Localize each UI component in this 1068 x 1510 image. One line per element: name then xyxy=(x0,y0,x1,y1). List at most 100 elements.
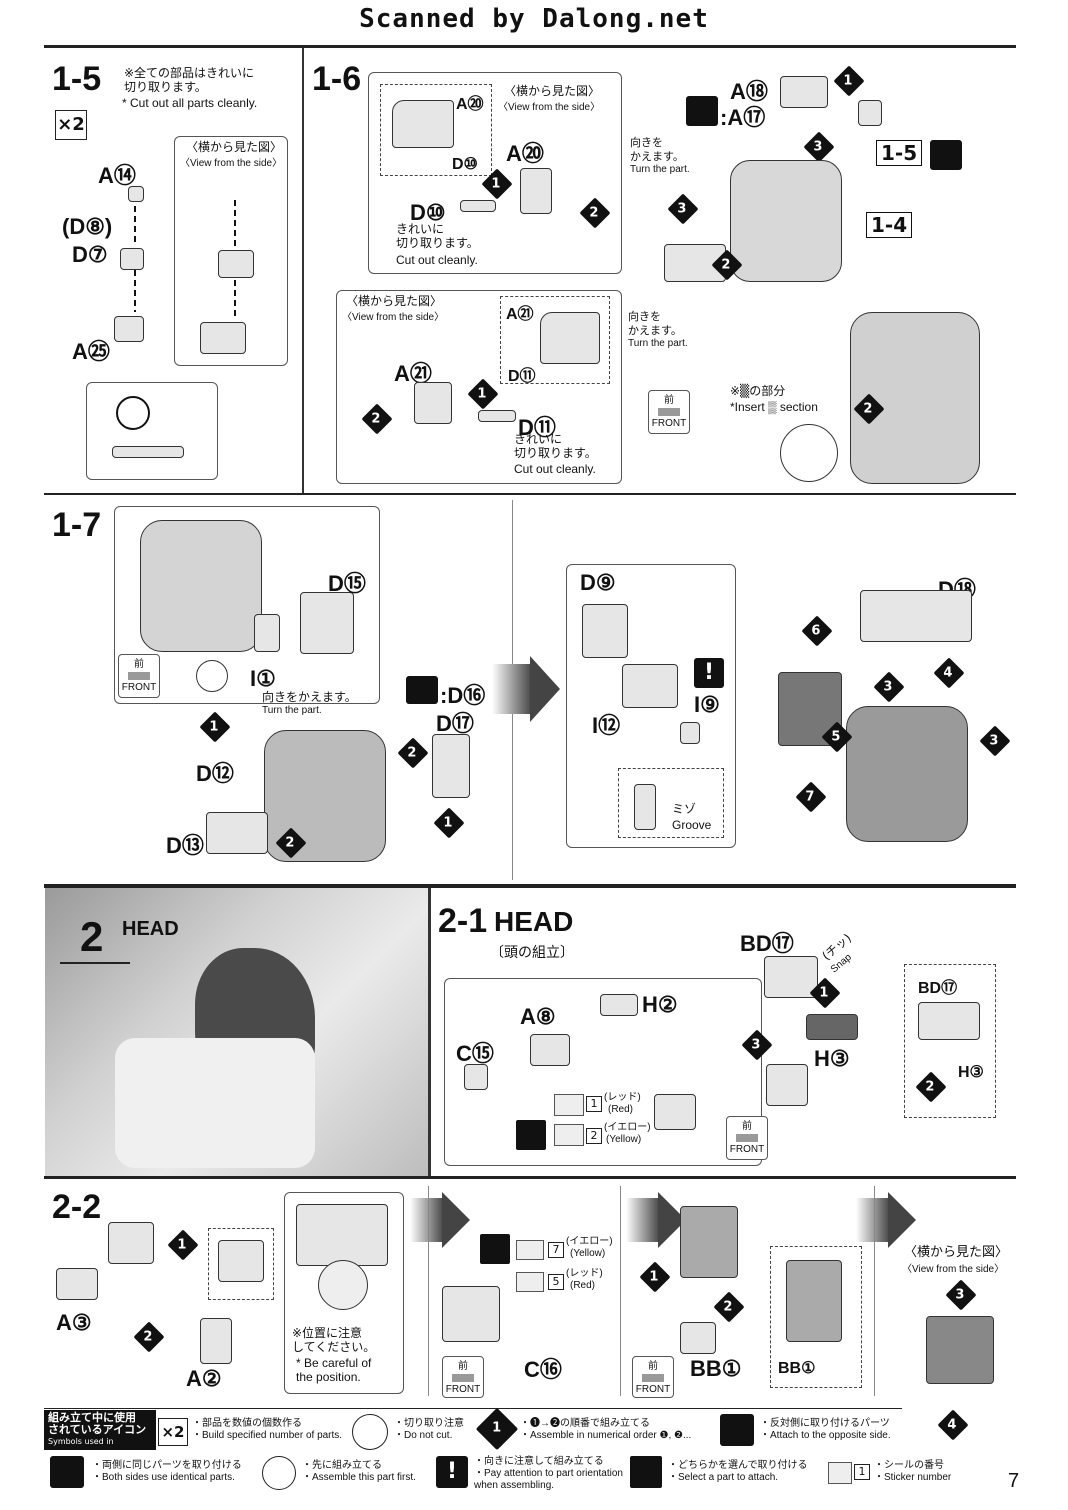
label-h3: H③ xyxy=(814,1046,850,1071)
flow-arrow-2-2c xyxy=(856,1198,890,1242)
order-6-marker: 6 xyxy=(801,615,833,647)
legend-item-6: ・先に組み立てる・Assemble this part first. xyxy=(302,1460,416,1483)
rule-1 xyxy=(44,493,1016,495)
part-label-a25: A㉕ xyxy=(72,339,110,364)
step-2-1-title: HEAD xyxy=(494,906,574,937)
legend-item-8: ・どちらかを選んで取り付ける・Select a part to attach. xyxy=(668,1460,808,1483)
label-bd17-detail: BD⑰ xyxy=(918,980,958,997)
order-1-marker-1-7b: 1 xyxy=(433,807,465,839)
part-a25-drawing xyxy=(114,316,144,342)
select-part-icon xyxy=(516,1120,546,1150)
front-arrow-icon xyxy=(658,408,680,416)
divider-v3 xyxy=(428,888,431,1178)
front-indicator-1-7: 前 FRONT xyxy=(118,654,160,698)
turn-note-jp-bottom: 向きを かえます。 xyxy=(628,310,682,337)
select-part-legend-icon xyxy=(630,1456,662,1488)
cut-note-en-top: Cut out cleanly. xyxy=(396,253,478,267)
order-1-marker-2-2: 1 xyxy=(167,1229,199,1261)
flow-arrow-2-2b xyxy=(626,1198,660,1242)
insert-note-jp: ※▒の部分 xyxy=(730,384,786,398)
face-part-drawing xyxy=(654,1094,696,1130)
turn-note-en-top: Turn the part. xyxy=(630,164,690,175)
part-bd17-drawing xyxy=(764,956,818,998)
detail-head-drawing xyxy=(786,1260,842,1342)
part-d9-assembled-drawing xyxy=(622,664,678,708)
opposite-side-icon-1-7 xyxy=(406,676,438,704)
flow-arrowhead-1-7 xyxy=(530,656,560,722)
order-2-marker-2-1: 2 xyxy=(915,1071,947,1103)
part-a2-drawing xyxy=(200,1318,232,1364)
cut-note-en-bottom: Cut out cleanly. xyxy=(514,462,596,476)
label-bb1-detail: BB① xyxy=(778,1360,816,1377)
crest-drawing xyxy=(296,1204,388,1266)
order-3-marker-b: 3 xyxy=(979,725,1011,757)
side-view-box-1-5 xyxy=(174,136,288,366)
order-2-marker-top: 2 xyxy=(579,197,611,229)
page-number: 7 xyxy=(1008,1470,1020,1492)
side-base-drawing xyxy=(200,322,246,354)
sticker-icon-5 xyxy=(516,1272,544,1292)
sticker-1-en: (Red) xyxy=(608,1104,634,1115)
label-h3-detail: H③ xyxy=(958,1064,984,1081)
sticker-icon xyxy=(554,1094,584,1116)
front-arrow-icon xyxy=(452,1374,474,1382)
ref-1-4: 1-4 xyxy=(866,212,913,238)
step-2-1-number: 2-1 xyxy=(438,902,488,940)
legend-item-2: ・切り取り注意・Do not cut. xyxy=(394,1418,464,1441)
divider-v1 xyxy=(302,48,304,493)
head-core-drawing xyxy=(766,1064,808,1106)
order-1-marker-bottom: 1 xyxy=(467,378,499,410)
label-bb1: BB① xyxy=(690,1356,742,1381)
no-cut-detail-box xyxy=(86,382,218,480)
turn-note-jp-top: 向きを かえます。 xyxy=(630,136,684,163)
assemble-first-icon xyxy=(196,660,228,692)
opposite-side-legend-icon xyxy=(720,1414,754,1446)
part-bb1-drawing xyxy=(680,1322,716,1354)
divider-2-2a xyxy=(428,1186,429,1396)
part-a20-side-drawing xyxy=(392,100,454,148)
legend-item-1: ・部品を数値の個数作る・Build specified number of pa… xyxy=(192,1418,343,1441)
label-d10: D⑩ xyxy=(410,200,446,225)
side-view-jp-1-5: 〈横から見た図〉 xyxy=(186,140,283,154)
part-d15-drawing xyxy=(300,592,354,654)
order-2-marker-bottom: 2 xyxy=(361,403,393,435)
part-d11-drawing xyxy=(478,410,516,422)
cut-note-jp-top: きれいに 切り取ります。 xyxy=(396,222,479,250)
part-a3-drawing xyxy=(56,1268,98,1300)
step-1-7-detail-box xyxy=(566,564,736,848)
order-number-icon: 1 xyxy=(475,1407,519,1451)
groove-part-drawing xyxy=(634,784,656,830)
legend-title: 組み立て中に使用 されているアイコン Symbols used in instr… xyxy=(44,1410,156,1458)
sticker-number-1: 1 xyxy=(586,1096,602,1112)
sticker-5-jp: (レッド) xyxy=(566,1268,603,1279)
order-2-marker-1-7b: 2 xyxy=(275,827,307,859)
part-i9-drawing xyxy=(680,722,700,744)
flow-arrowhead-2-2a xyxy=(442,1192,470,1248)
step-1-7-number: 1-7 xyxy=(52,506,102,544)
order-2-marker-side: 2 xyxy=(711,249,743,281)
legend-item-4: ・反対側に取り付けるパーツ・Attach to the opposite sid… xyxy=(760,1418,891,1441)
sticker-2-jp: (イエロー) xyxy=(604,1122,651,1133)
legend-item-7: ・向きに注意して組み立てる・Pay attention to part orie… xyxy=(474,1456,623,1491)
front-arrow-icon xyxy=(736,1134,758,1142)
label-c16: C⑯ xyxy=(524,1357,562,1382)
top-rule xyxy=(44,45,1016,48)
both-sides-icon xyxy=(930,140,962,170)
side-view-en-1-6-bottom: 〈View from the side〉 xyxy=(342,312,445,323)
torso-final-drawing xyxy=(846,706,968,842)
turn-note-en-bottom: Turn the part. xyxy=(628,338,688,349)
step-1-6-box-top xyxy=(368,72,622,274)
head-photo xyxy=(45,888,428,1176)
order-1-marker-2-2b: 1 xyxy=(639,1261,671,1293)
section-2-title: HEAD xyxy=(122,918,179,940)
part-d9-drawing xyxy=(582,604,628,658)
step-2-1-detail-box xyxy=(904,964,996,1118)
step-2-1-subtitle: 〔頭の組立〕 xyxy=(490,945,574,961)
flow-arrowhead-2-2c xyxy=(888,1192,916,1248)
sticker-1-jp: (レッド) xyxy=(604,1092,641,1103)
side-assembly-drawing xyxy=(218,250,254,278)
assemble-first-legend-icon xyxy=(262,1456,296,1490)
label-a20: A⑳ xyxy=(506,141,544,166)
label-a21-small: A㉑ xyxy=(506,306,534,323)
opposite-side-icon xyxy=(686,96,718,126)
